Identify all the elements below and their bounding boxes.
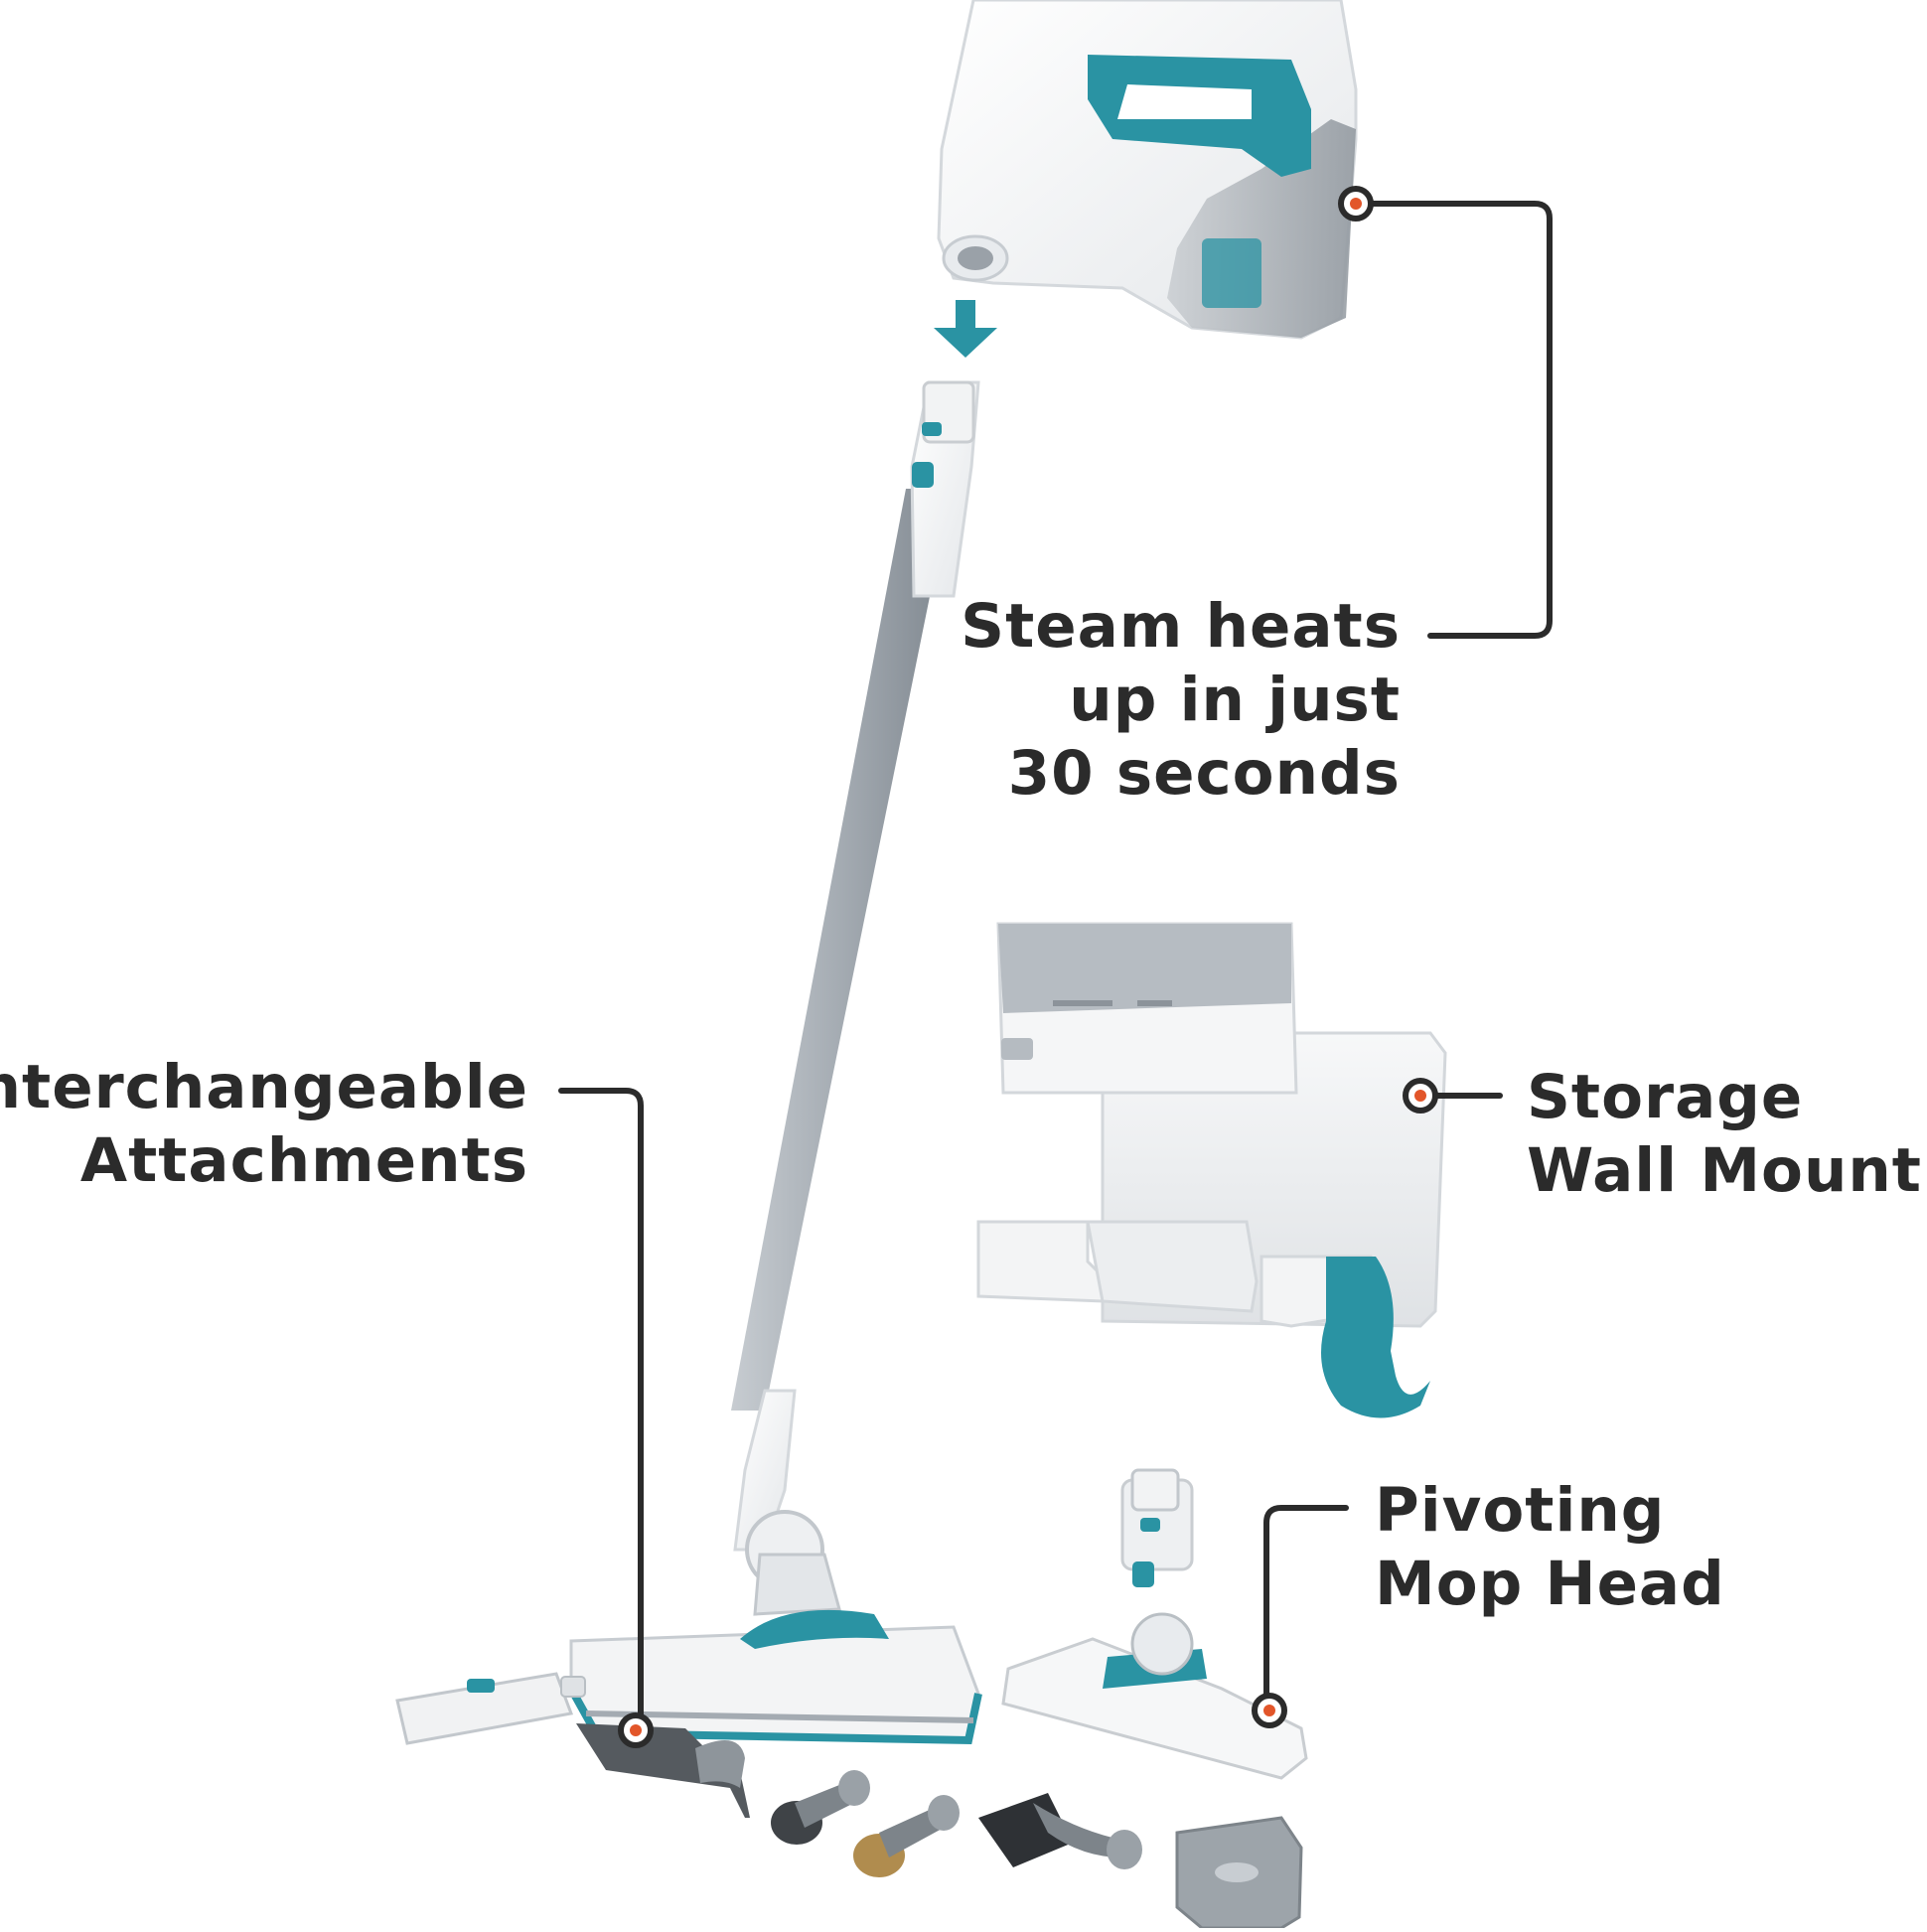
callout-steam-line-2: up in just: [1069, 665, 1401, 735]
nozzle-tip: [560, 1676, 586, 1698]
callout-attachments: Interchangeable Attachments: [0, 1051, 528, 1198]
mount-tray-center: [1086, 1220, 1259, 1313]
attachment-lock: [1132, 1561, 1154, 1587]
callout-steam-line-1: Steam heats: [961, 591, 1401, 662]
mop-head-attachment: [1001, 1468, 1308, 1780]
swivel-neck: [753, 1553, 841, 1616]
attachment-release: [1140, 1518, 1160, 1532]
squeegee-attachment: [576, 1723, 750, 1818]
squeegee-connector: [695, 1740, 745, 1788]
nozzle-body: [395, 1672, 574, 1745]
flat-brush-bristles: [978, 1793, 1073, 1867]
nozzle-button: [467, 1679, 495, 1693]
lock-button: [912, 462, 934, 488]
callout-wall-mount-line-1: Storage: [1527, 1062, 1804, 1132]
mop-collar: [740, 1609, 889, 1649]
attachment-swivel: [1130, 1612, 1194, 1676]
brand-badge: [1001, 1038, 1033, 1060]
accessory-box-lid: [998, 924, 1291, 1013]
flat-brush-connector: [1107, 1830, 1142, 1869]
handheld-steamer: [937, 0, 1358, 340]
brass-brush-stem: [879, 1808, 944, 1858]
handle-opening: [1117, 84, 1252, 119]
callout-mop-head-line-1: Pivoting: [1375, 1475, 1666, 1546]
round-brush-connector: [838, 1770, 870, 1806]
mop-pad-edge: [567, 1687, 982, 1745]
mount-tray-left: [976, 1220, 1105, 1303]
callout-mop-head: Pivoting Mop Head: [1375, 1474, 1725, 1621]
wall-mount: [976, 922, 1447, 1418]
mount-hook: [1321, 1257, 1430, 1418]
scraper-pad: [1175, 1816, 1303, 1930]
tank-window: [1202, 238, 1261, 308]
leader-steam: [1353, 201, 1553, 639]
scraper-pad-center: [1215, 1862, 1259, 1882]
mop-head: [567, 1609, 982, 1745]
mop-base: [585, 1710, 974, 1723]
brass-brush-connector: [928, 1795, 960, 1831]
flat-brush-stem: [1033, 1803, 1122, 1858]
leader-attachments: [558, 1088, 644, 1739]
extension-pole: [731, 380, 980, 1616]
leader-mop-head: [1263, 1505, 1349, 1711]
flat-brush-attachment: [978, 1793, 1142, 1869]
release-button: [922, 422, 942, 436]
callout-steam: Steam heats up in just 30 seconds: [961, 590, 1401, 811]
callout-attachments-line-2: Attachments: [79, 1125, 528, 1196]
callout-attachments-line-1: Interchangeable: [0, 1052, 528, 1122]
callout-wall-mount-line-2: Wall Mount: [1527, 1135, 1922, 1206]
callout-steam-line-3: 30 seconds: [1007, 738, 1401, 809]
squeegee-body: [576, 1723, 750, 1818]
nozzle-opening: [958, 246, 993, 270]
attachment-plate: [1001, 1637, 1308, 1780]
pole-shaft: [731, 489, 952, 1411]
callout-dots: [618, 186, 1438, 1748]
brass-brush-attachment: [853, 1795, 960, 1877]
down-arrow-icon: [934, 300, 997, 358]
attachment-tip: [1130, 1468, 1180, 1512]
round-brush-attachment: [771, 1770, 870, 1845]
nozzle-attachment: [395, 1672, 586, 1745]
callout-wall-mount: Storage Wall Mount: [1527, 1061, 1922, 1208]
callout-mop-head-line-2: Mop Head: [1375, 1549, 1725, 1619]
